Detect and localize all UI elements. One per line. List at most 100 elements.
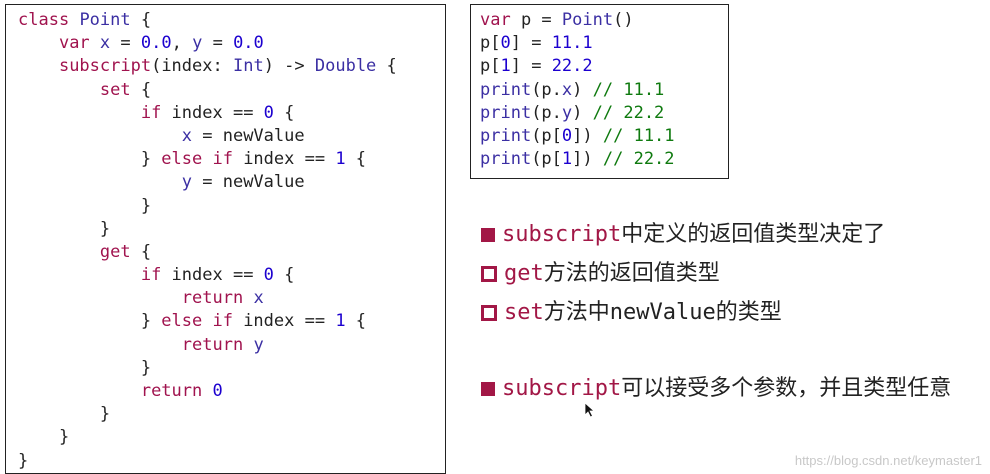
- code-token: ] =: [510, 56, 552, 77]
- code-token: get: [99, 241, 131, 262]
- code-token: {: [273, 265, 295, 286]
- code-token: [18, 56, 59, 76]
- code-token: }: [18, 311, 162, 332]
- code-token: {: [130, 79, 152, 100]
- code-token: [18, 242, 100, 262]
- code-token: }: [18, 427, 70, 448]
- code-token: print: [480, 125, 532, 146]
- code-token: var: [58, 33, 90, 54]
- code-token: 0: [500, 33, 511, 54]
- code-token: y: [253, 334, 264, 355]
- code-token: 1: [500, 56, 511, 77]
- code-token: set: [99, 79, 131, 100]
- code-token: (): [613, 10, 634, 30]
- code-token: {: [376, 56, 397, 77]
- code-token: [18, 80, 100, 100]
- code-line: var x = 0.0, y = 0.0: [18, 32, 445, 55]
- code-line: print(p.x) // 11.1: [480, 79, 728, 102]
- code-line: if index == 0 {: [18, 264, 445, 287]
- code-token: Double: [314, 56, 377, 77]
- code-token: y: [192, 33, 203, 54]
- code-token: 0: [212, 381, 223, 401]
- code-line: get {: [18, 241, 445, 264]
- code-token: else if: [161, 311, 233, 332]
- code-line: }: [18, 450, 445, 473]
- code-token: }: [18, 195, 152, 216]
- code-token: index ==: [232, 311, 336, 332]
- filled-square-bullet-icon: [481, 382, 495, 396]
- code-line: } else if index == 1 {: [18, 148, 445, 171]
- code-token: index ==: [161, 102, 264, 123]
- code-line: return x: [18, 287, 445, 310]
- code-token: x: [253, 288, 264, 309]
- code-token: // 22.2: [602, 149, 675, 170]
- bullet-code-word: newValue: [609, 300, 716, 325]
- code-line: }: [18, 195, 445, 218]
- code-token: [69, 10, 79, 30]
- code-token: if: [140, 102, 162, 123]
- code-token: (p[: [531, 125, 562, 146]
- code-token: p[: [480, 56, 501, 77]
- code-line: return y: [18, 334, 445, 357]
- code-line: p[0] = 11.1: [480, 32, 728, 55]
- code-token: x: [99, 33, 111, 54]
- code-token: y: [561, 102, 573, 123]
- code-token: }: [18, 404, 111, 425]
- code-line: subscript(index: Int) -> Double {: [18, 55, 445, 78]
- code-token: return: [140, 381, 203, 401]
- code-line: y = newValue: [18, 171, 445, 194]
- code-line: } else if index == 1 {: [18, 310, 445, 333]
- code-token: print: [480, 102, 532, 123]
- bullet-code-word: get: [504, 261, 544, 286]
- code-token: subscript: [58, 56, 152, 77]
- code-token: Point: [561, 10, 614, 30]
- code-token: {: [130, 10, 152, 30]
- code-token: {: [130, 241, 152, 262]
- code-token: print: [480, 149, 532, 170]
- code-token: index ==: [232, 149, 336, 170]
- code-token: x: [181, 125, 193, 146]
- code-token: =: [110, 33, 141, 54]
- code-line: set {: [18, 79, 445, 102]
- filled-square-bullet-icon: [481, 228, 495, 242]
- code-token: 1: [561, 149, 573, 170]
- code-token: (p.: [531, 79, 562, 100]
- code-token: [18, 335, 182, 355]
- code-line: class Point {: [18, 9, 445, 32]
- code-line: }: [18, 357, 445, 380]
- code-token: [18, 33, 59, 53]
- code-token: var: [480, 10, 511, 30]
- code-token: 0.0: [233, 33, 264, 54]
- code-token: ): [572, 79, 593, 100]
- code-token: [202, 381, 212, 401]
- code-token: {: [345, 311, 367, 332]
- code-token: 0: [263, 102, 274, 123]
- code-token: [243, 288, 253, 308]
- code-token: 0: [561, 125, 573, 146]
- code-line: }: [18, 403, 445, 426]
- hollow-square-bullet-icon: [481, 266, 497, 282]
- code-token: ]): [572, 149, 603, 170]
- code-line: p[1] = 22.2: [480, 55, 728, 78]
- code-token: ,: [171, 33, 193, 54]
- code-token: return: [181, 334, 244, 355]
- code-token: Int: [232, 56, 264, 77]
- code-line: var p = Point(): [480, 9, 728, 32]
- bullet-get-method: get 方法的返回值类型: [481, 259, 720, 289]
- code-token: // 11.1: [592, 79, 665, 100]
- code-block-point-class: class Point { var x = 0.0, y = 0.0 subsc…: [5, 4, 446, 474]
- code-line: }: [18, 426, 445, 449]
- code-token: = newValue: [192, 125, 305, 146]
- code-line: print(p[1]) // 22.2: [480, 148, 728, 171]
- code-token: // 22.2: [592, 102, 665, 123]
- code-token: (index:: [151, 56, 233, 77]
- code-line: if index == 0 {: [18, 102, 445, 125]
- bullet-subscript-return-type: subscript 中定义的返回值类型决定了: [481, 220, 885, 250]
- code-token: 22.2: [551, 56, 593, 77]
- code-token: ]): [572, 125, 603, 146]
- code-token: Point: [79, 10, 131, 30]
- code-token: index ==: [161, 265, 264, 286]
- bullet-code-word: subscript: [502, 222, 622, 247]
- code-token: }: [18, 450, 29, 471]
- code-token: }: [18, 357, 152, 378]
